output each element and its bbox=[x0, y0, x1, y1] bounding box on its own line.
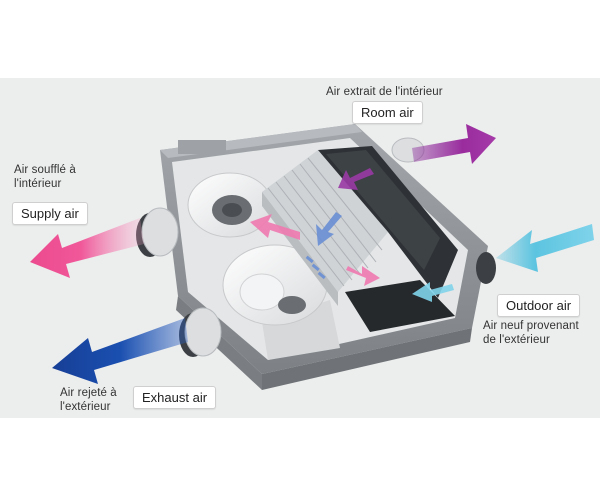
room-air-tag: Room air bbox=[352, 101, 423, 124]
supply-air-caption-line-1: Air soufflé à bbox=[14, 164, 76, 176]
supply-air-caption-line-2: l'intérieur bbox=[14, 178, 62, 190]
internal-cyan-arrow bbox=[412, 282, 454, 302]
duct-collars bbox=[136, 137, 496, 357]
room-air-caption: Air extrait de l'intérieur bbox=[326, 86, 443, 98]
outdoor-air-tag: Outdoor air bbox=[497, 294, 581, 317]
supply-air-arrow bbox=[30, 218, 144, 278]
supply-air-caption: Air soufflé à l'intérieur bbox=[14, 163, 76, 191]
internal-purple-arrow bbox=[338, 168, 374, 190]
heat-exchanger-core bbox=[262, 150, 388, 306]
outdoor-air-caption-line-2: de l'extérieur bbox=[483, 334, 550, 346]
internal-blue-dashes bbox=[305, 255, 326, 280]
internal-pink-arrow-2 bbox=[346, 266, 380, 286]
exhaust-air-caption-line-1: Air rejeté à bbox=[60, 387, 117, 399]
exhaust-air-tag: Exhaust air bbox=[133, 386, 217, 409]
supply-air-tag: Supply air bbox=[12, 202, 88, 225]
exhaust-air-caption-line-2: l'extérieur bbox=[60, 401, 111, 413]
internal-blue-arrow bbox=[316, 212, 342, 246]
room-air-arrow bbox=[412, 124, 496, 164]
lower-fan bbox=[222, 244, 328, 326]
outdoor-air-caption-line-1: Air neuf provenant bbox=[483, 320, 579, 332]
exhaust-air-arrow bbox=[52, 318, 188, 384]
upper-fan bbox=[187, 172, 273, 238]
exhaust-air-caption: Air rejeté à l'extérieur bbox=[60, 386, 117, 414]
outdoor-air-arrow bbox=[496, 224, 594, 272]
outdoor-air-caption: Air neuf provenant de l'extérieur bbox=[483, 319, 579, 347]
flow-arrows bbox=[30, 124, 594, 384]
internal-flow-arrows bbox=[250, 168, 454, 302]
internal-pink-arrow bbox=[250, 214, 300, 240]
